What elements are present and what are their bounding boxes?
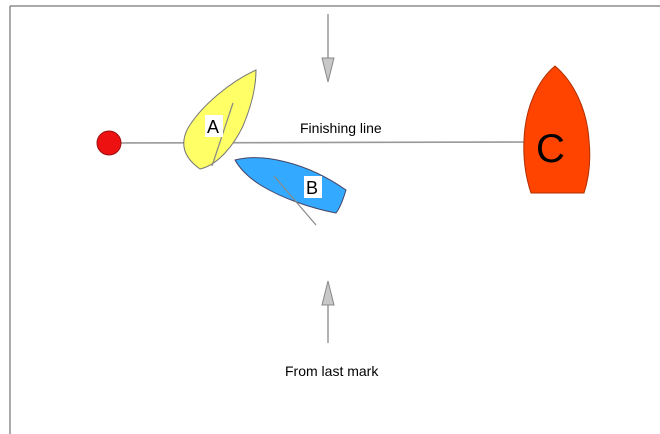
boat-b: B	[234, 157, 347, 226]
wind-arrow-down	[321, 14, 335, 83]
finishing-line	[109, 141, 531, 144]
boat-a-letter: A	[207, 117, 219, 137]
arrow-head-up	[321, 280, 335, 306]
boat-b-label-bg	[304, 176, 322, 198]
boat-c: C	[523, 65, 591, 194]
boat-b-hull	[234, 157, 347, 214]
finishing-line-label: Finishing line	[300, 120, 382, 136]
approach-arrow-up	[321, 280, 335, 343]
pin-end-mark	[96, 130, 122, 156]
boat-b-letter: B	[306, 178, 318, 198]
arrow-head-down	[321, 57, 335, 83]
boat-b-boom	[273, 175, 317, 226]
boat-a-label-bg	[205, 115, 223, 137]
boat-c-hull	[523, 65, 591, 194]
boat-a: A	[183, 69, 257, 170]
boat-c-letter: C	[536, 127, 565, 171]
from-last-mark-label: From last mark	[285, 363, 379, 379]
